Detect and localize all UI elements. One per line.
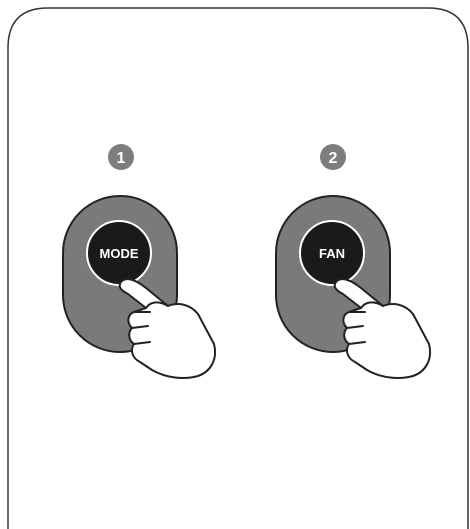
step-number: 2 [329,150,338,167]
step-1: 1 MODE [63,144,215,378]
mode-button[interactable]: MODE [87,221,151,285]
mode-button-label: MODE [100,246,139,261]
fan-button-label: FAN [319,246,345,261]
step-2: 2 FAN [276,144,430,378]
step-number: 1 [117,150,126,167]
fan-button[interactable]: FAN [300,221,364,285]
